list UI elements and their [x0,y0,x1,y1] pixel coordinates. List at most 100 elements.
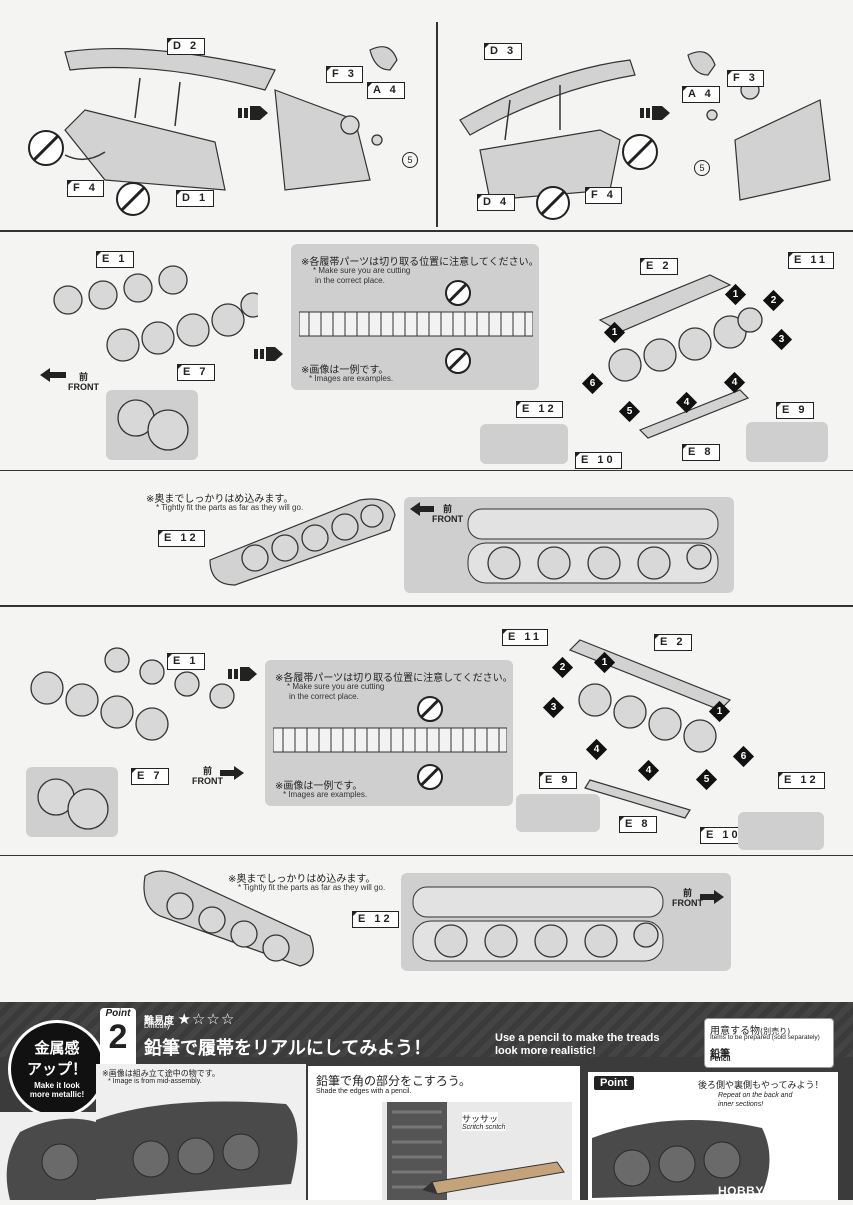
order-number: 2 [551,656,574,679]
fit-notice-en: * Tightly fit the parts as far as they w… [238,883,386,892]
front-arrow-icon [220,766,244,780]
prohibited-icon [28,130,64,166]
point-marker: Point 2 [100,1008,136,1070]
order-number: 5 [695,768,718,791]
order-number: 1 [593,651,616,674]
detail-box [401,873,731,971]
divider [436,22,438,227]
photo-mid-assembly-left [0,1112,97,1200]
sfx-text-jp: サッサッ [462,1112,499,1125]
divider [0,230,853,232]
shade-text-jp: 鉛筆で角の部分をこすろう。 [316,1074,472,1088]
difficulty-stars: ★☆☆☆ [177,1010,236,1028]
order-number: 1 [724,283,747,306]
point2-section: 金属感 アップ！ Make it look more metallic! Poi… [0,1002,853,1200]
order-number: 6 [581,372,604,395]
step-arrow-icon [228,667,257,681]
road-wheel-assembly-illustration [30,647,235,741]
track-rear-photo [592,1120,770,1198]
point-title-jp: 鉛筆で履帯をリアルにしてみよう！ [144,1038,432,1059]
track-strip-illustration [299,311,533,337]
detail-inset [26,767,118,837]
part-label: E 12 [516,401,563,418]
cutting-notice-box: ※各履帯パーツは切り取る位置に注意してください。 * Make sure you… [291,244,539,390]
order-number: 1 [603,321,626,344]
prohibited-icon [622,134,658,170]
point-tag: Point [594,1076,634,1090]
order-number: 6 [732,745,755,768]
order-number: 1 [708,700,731,723]
step-arrow-icon [238,106,268,120]
prohibited-icon [417,696,443,722]
detail-inset [516,794,600,832]
order-number: 4 [723,371,746,394]
detail-inset [738,812,824,850]
point-title-en: Use a pencil to make the treads look mor… [495,1032,660,1057]
part-label: E 9 [776,402,814,419]
example-text-jp: ※画像は一例です。 [275,781,363,792]
part-label: E 2 [654,634,692,651]
metallic-badge: 金属感 アップ！ Make it look more metallic! [8,1020,106,1118]
sfx-text-en: Scritch scritch [462,1124,506,1131]
prohibited-icon [445,280,471,306]
order-number: 3 [542,696,565,719]
divider [0,855,853,856]
detail-inset [480,424,568,464]
order-number: 4 [675,391,698,414]
notice-text-en: in the correct place. [289,692,359,701]
part-label: E 11 [788,252,835,269]
difficulty-label: 難易度 ★☆☆☆ [144,1010,236,1028]
step-arrow-icon [640,106,670,120]
part-label: E 1 [96,251,134,268]
hull-assembly-illustration [459,51,831,201]
part-label: E 8 [682,444,720,461]
part-label: F 3 [326,66,363,83]
prohibited-icon [536,186,570,220]
part-label: F 3 [727,70,764,87]
order-number: 2 [762,289,785,312]
part-label: E 7 [177,364,215,381]
order-number: 4 [585,738,608,761]
pencil-shading-photo: サッサッ Scritch scritch [382,1102,572,1200]
detail-inset [746,422,828,462]
items-to-prepare-box: 用意する物(別売り) Items to be prepared (sold se… [704,1018,834,1068]
part-label: D 4 [477,194,516,211]
part-label: E 12 [158,530,205,547]
cutting-notice-box: ※各履帯パーツは切り取る位置に注意してください。 * Make sure you… [265,660,513,806]
notice-text-en: * Make sure you are cutting [287,682,385,691]
sprue-number-badge: 5 [694,160,710,176]
part-label: A 4 [682,86,720,103]
fit-notice-jp: ※奥までしっかりはめ込みます。 [146,494,294,505]
order-number: 5 [618,400,641,423]
front-arrow-icon [700,890,724,904]
road-wheel-assembly-illustration [53,265,258,362]
part-label: D 3 [484,43,523,60]
part-label: A 4 [367,82,405,99]
assembled-track-illustration [143,870,314,967]
watermark: HOBBY SEARCH [718,1184,822,1198]
shade-edges-panel: 鉛筆で角の部分をこすろう。 Shade the edges with a pen… [308,1066,580,1200]
part-label: E 1 [167,653,205,670]
example-text-en: * Images are examples. [309,374,394,383]
assembled-track-illustration [209,498,396,586]
divider [0,470,853,471]
repeat-text-jp: 後ろ側や裏側もやってみよう！ [698,1081,824,1091]
part-label: D 2 [167,38,206,55]
order-number: 3 [770,328,793,351]
part-label: E 10 [700,827,747,844]
track-strip-illustration [273,727,507,753]
front-arrow-icon [40,368,66,382]
shade-text-en: Shade the edges with a pencil. [316,1088,412,1095]
notice-text-en: * Make sure you are cutting [313,266,411,275]
part-label: E 12 [352,911,399,928]
notice-text-jp: ※各履帯パーツは切り取る位置に注意してください。 [301,257,539,268]
sprue-number-badge: 5 [402,152,418,168]
front-arrow-icon [410,502,434,516]
example-text-jp: ※画像は一例です。 [301,365,389,376]
part-label: E 11 [502,629,549,646]
prohibited-icon [417,764,443,790]
part-label: F 4 [585,187,622,204]
